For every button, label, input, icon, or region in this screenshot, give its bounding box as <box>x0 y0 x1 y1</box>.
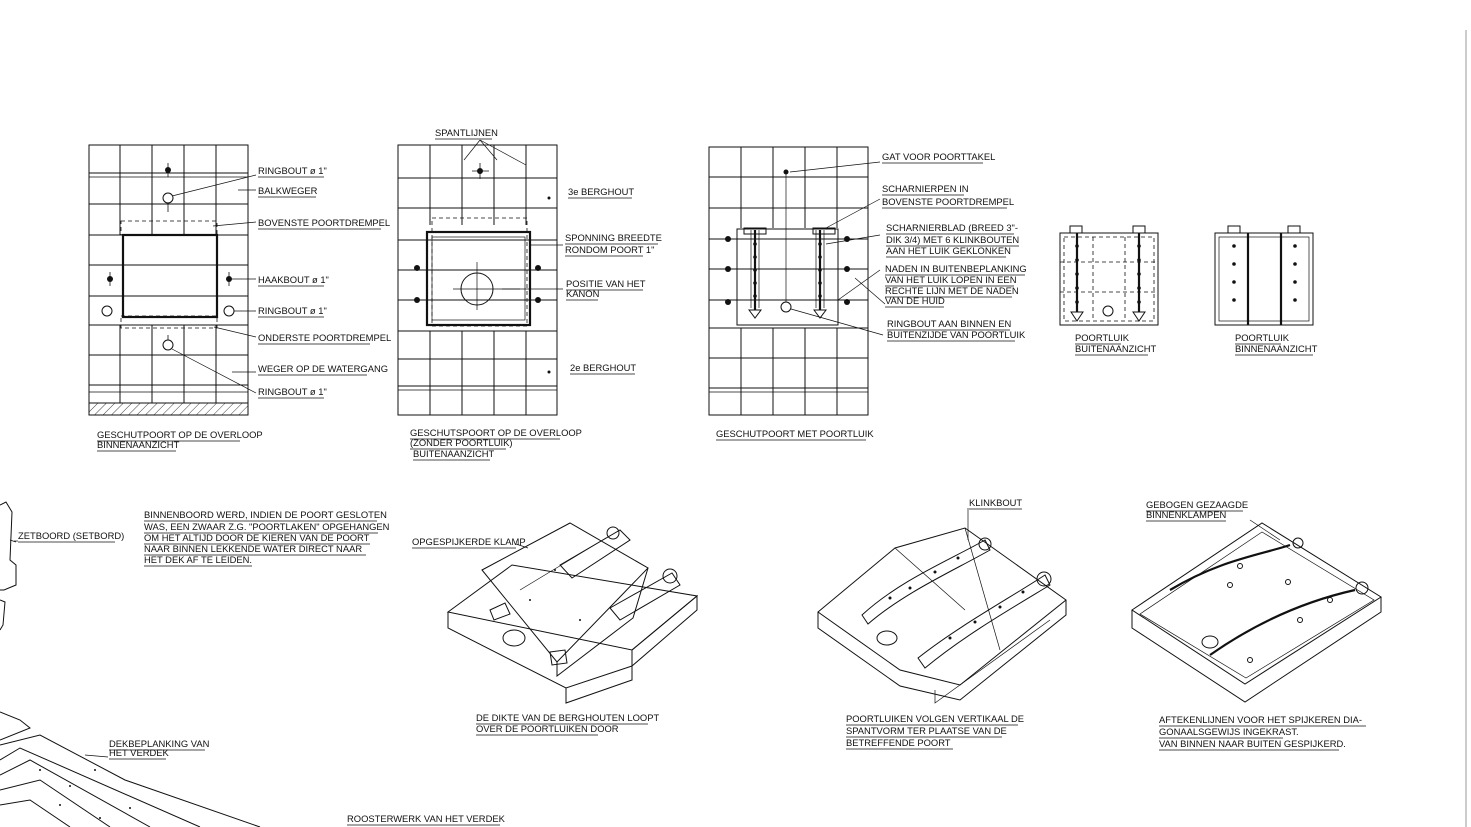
label-positie-kanon: POSITIE VAN HET <box>566 278 646 289</box>
label-berghout-2: 2e BERGHOUT <box>570 362 636 373</box>
label-positie-kanon-2: KANON <box>566 288 599 299</box>
note-binnenboord-5: HET DEK AF TE LEIDEN. <box>144 554 252 565</box>
gunport-outboard-view <box>397 139 563 416</box>
gunport-inboard-view <box>88 144 257 416</box>
label-sponning-rondom: RONDOM POORT 1" <box>565 244 654 255</box>
caption-outboard-view-sub2: BUITENAANZICHT <box>413 448 495 459</box>
label-gat-poorttakel: GAT VOOR POORTTAKEL <box>882 151 995 162</box>
note-binnenboord-4: NAAR BINNEN LEKKENDE WATER DIRECT NAAR <box>144 543 362 554</box>
label-sponning-breedte: SPONNING BREEDTE <box>565 232 662 243</box>
lid-inboard-view <box>1214 225 1314 326</box>
note-binnenboord-3: OM HET ALTIJD DOOR DE KIEREN VAN DE POOR… <box>144 532 370 543</box>
note-poortluiken-3: BETREFFENDE POORT <box>846 737 951 748</box>
lid-outboard-view <box>1059 225 1159 326</box>
label-ringbout-aan: RINGBOUT AAN BINNEN EN <box>887 318 1011 329</box>
label-poortluik-buiten-2: BUITENAANZICHT <box>1075 343 1157 354</box>
label-ringbout-top: RINGBOUT ø 1" <box>258 165 327 176</box>
label-dekbeplanking: DEKBEPLANKING VAN <box>109 738 209 749</box>
label-scharnierblad-3: AAN HET LUIK GEKLONKEN <box>886 245 1011 256</box>
label-binnenklampen: BINNENKLAMPEN <box>1146 509 1226 520</box>
label-poortluik-binnen-2: BINNENAANZICHT <box>1235 343 1318 354</box>
lid-isometric-inside <box>1131 519 1382 703</box>
label-onderste-poortdrempel: ONDERSTE POORTDREMPEL <box>258 332 391 343</box>
note-poortluiken-2: SPANTVORM TER PLAATSE VAN DE <box>846 725 1007 736</box>
note-dikte-2: OVER DE POORTLUIKEN DOOR <box>476 723 619 734</box>
label-naden-3: RECHTE LIJN MET DE NADEN <box>885 285 1019 296</box>
label-scharnierblad-2: DIK 3/4) MET 6 KLINKBOUTEN <box>886 234 1019 245</box>
label-scharnierpen: SCHARNIERPEN IN <box>882 183 968 194</box>
label-naden-2: VAN HET LUIK LOPEN IN EEN <box>885 274 1016 285</box>
note-poortluiken-1: POORTLUIKEN VOLGEN VERTIKAAL DE <box>846 713 1024 724</box>
note-aftekenlijnen-1: AFTEKENLIJNEN VOOR HET SPIJKEREN DIA- <box>1159 714 1362 725</box>
note-aftekenlijnen-3: VAN BINNEN NAAR BUITEN GESPIJKERD. <box>1159 738 1346 749</box>
caption-outboard-view: GESCHUTSPOORT OP DE OVERLOOP <box>410 427 582 438</box>
gunport-with-lid-view <box>708 146 886 416</box>
note-binnenboord-1: BINNENBOORD WERD, INDIEN DE POORT GESLOT… <box>144 509 387 520</box>
label-ringbout-aan-2: BUITENZIJDE VAN POORTLUIK <box>887 329 1026 340</box>
label-weger-watergang: WEGER OP DE WATERGANG <box>258 363 388 374</box>
deck-and-zetboord-detail <box>0 501 261 827</box>
label-ringbout-mid: RINGBOUT ø 1" <box>258 305 327 316</box>
label-scharnierpen-2: BOVENSTE POORTDREMPEL <box>882 196 1014 207</box>
label-zetboord: ZETBOORD (SETBORD) <box>18 530 124 541</box>
label-balkweger: BALKWEGER <box>258 185 318 196</box>
label-berghout-3: 3e BERGHOUT <box>568 186 634 197</box>
label-bovenste-poortdrempel: BOVENSTE POORTDREMPEL <box>258 217 390 228</box>
caption-with-lid-view: GESCHUTPOORT MET POORTLUIK <box>716 428 874 439</box>
label-naden-4: VAN DE HUID <box>885 295 945 306</box>
label-spantlijnen: SPANTLIJNEN <box>435 127 498 138</box>
label-roosterwerk: ROOSTERWERK VAN HET VERDEK <box>347 813 506 824</box>
label-haakbout: HAAKBOUT ø 1" <box>258 274 329 285</box>
label-opgespijkerde-klamp: OPGESPIJKERDE KLAMP <box>412 536 526 547</box>
label-poortluik-binnen: POORTLUIK <box>1235 332 1290 343</box>
lid-isometric-klamp <box>446 522 699 704</box>
label-naden: NADEN IN BUITENBEPLANKING <box>885 263 1027 274</box>
note-aftekenlijnen-2: GONAALSGEWIJS INGEKRAST. <box>1159 726 1299 737</box>
label-poortluik-buiten: POORTLUIK <box>1075 332 1130 343</box>
label-dekbeplanking-2: HET VERDEK <box>109 747 169 758</box>
caption-inboard-view: GESCHUTPOORT OP DE OVERLOOP <box>97 429 263 440</box>
note-dikte-1: DE DIKTE VAN DE BERGHOUTEN LOOPT <box>476 712 659 723</box>
lid-isometric-outside <box>817 508 1067 704</box>
caption-outboard-view-sub: (ZONDER POORTLUIK) <box>410 437 512 448</box>
note-binnenboord-2: WAS, EEN ZWAAR Z.G. "POORTLAKEN" OPGEHAN… <box>144 521 389 532</box>
label-ringbout-low: RINGBOUT ø 1" <box>258 386 327 397</box>
label-gebogen-gezaagde: GEBOGEN GEZAAGDE <box>1146 499 1248 510</box>
caption-inboard-view-sub: BINNENAANZICHT <box>97 439 180 450</box>
label-klinkbout: KLINKBOUT <box>969 497 1022 508</box>
label-scharnierblad: SCHARNIERBLAD (BREED 3"- <box>886 222 1018 233</box>
